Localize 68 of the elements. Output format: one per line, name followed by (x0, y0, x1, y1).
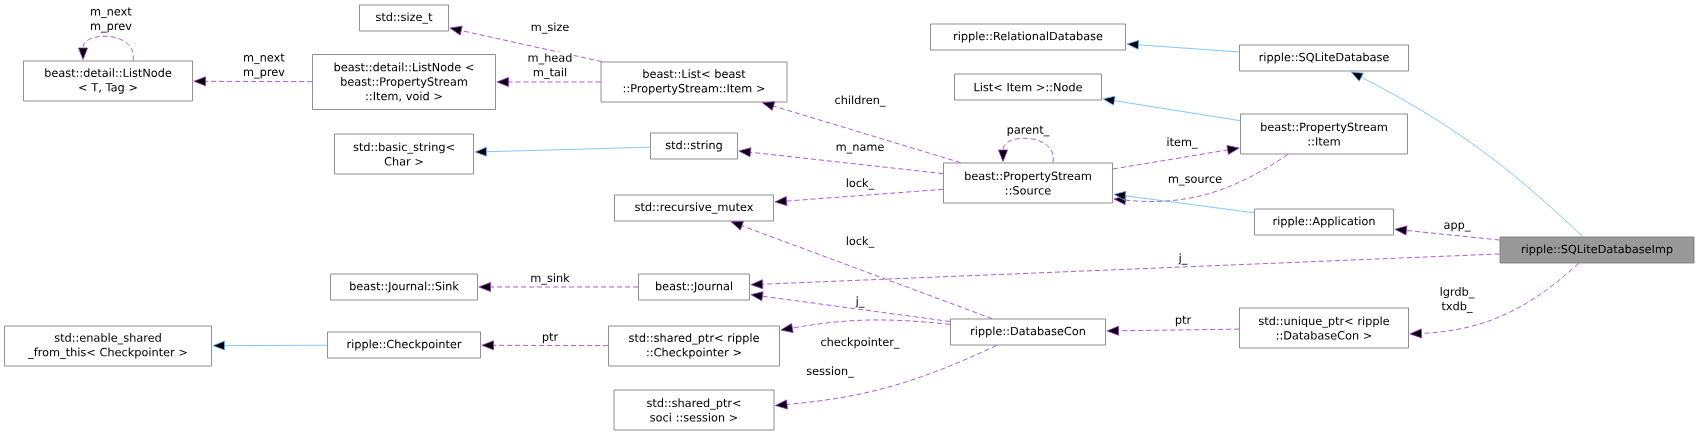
arrow (774, 188, 944, 206)
edge-label: item_ (1165, 136, 1199, 150)
edge-label: parent_ (1005, 124, 1051, 138)
arrow (1113, 154, 1289, 205)
arrow (730, 221, 993, 319)
edge-label: children_ (833, 94, 887, 108)
edge-label: lock_ (844, 177, 876, 191)
class-box: beast::detail::ListNode < beast::PropertyStream ::Item, void > (312, 54, 496, 110)
arrow (1102, 95, 1241, 122)
arrow (780, 319, 951, 333)
edge-label: j_ (854, 295, 866, 309)
edge-label: m_next m_prev (242, 52, 285, 80)
class-box: ripple::DatabaseCon (950, 318, 1106, 346)
class-box: std::recursive_mutex (614, 194, 774, 222)
arrow (750, 291, 951, 322)
arrow (478, 282, 639, 292)
class-box: beast::Journal (638, 273, 750, 301)
class-box: beast::List< beast ::PropertyStream::Item > (600, 61, 788, 103)
edge-label: checkpointer_ (819, 336, 901, 350)
arrow (212, 340, 328, 351)
arrow (1113, 190, 1255, 214)
edge-label: m_head m_tail (526, 52, 574, 80)
edge-label: app_ (1442, 221, 1472, 233)
arrow (193, 76, 313, 87)
class-box: beast::Journal::Sink (330, 273, 478, 301)
arrow (1409, 263, 1579, 339)
edge-label: m_source (1166, 175, 1224, 187)
edge-label: lgrdb_ txdb_ (1436, 286, 1478, 314)
arrow (750, 253, 1500, 290)
class-box: beast::PropertyStream ::Item (1240, 113, 1408, 155)
arrow (1106, 325, 1240, 336)
edge-label: ptr (1173, 314, 1193, 328)
class-box: ripple::Checkpointer (327, 331, 481, 359)
arrow (496, 77, 601, 87)
class-box: std::basic_string< Char > (334, 133, 474, 175)
edge-label: session_ (805, 365, 855, 379)
edge-label: ptr (540, 331, 560, 345)
edge-label: m_name (834, 143, 886, 155)
class-box: List< Item >::Node (954, 73, 1102, 101)
class-box: std::unique_ptr< ripple ::DatabaseCon > (1239, 307, 1409, 349)
class-box: std::size_t (359, 4, 449, 32)
arrow (1350, 71, 1584, 237)
arrow (1112, 145, 1240, 170)
class-box: ripple::Application (1254, 208, 1394, 236)
class-box: std::enable_shared _from_this< Checkpointer > (4, 325, 212, 367)
class-box: ripple::SQLiteDatabase (1239, 44, 1409, 72)
class-box: beast::PropertyStream ::Source (943, 162, 1113, 204)
arrow (775, 345, 998, 410)
arrow (1394, 225, 1500, 241)
arrow (1126, 39, 1240, 53)
arrow (481, 340, 609, 351)
class-box: std::string (650, 132, 738, 160)
class-box: beast::detail::ListNode < T, Tag > (23, 60, 193, 102)
arrow (474, 146, 651, 157)
class-box: std::shared_ptr< ripple ::Checkpointer > (608, 325, 780, 367)
class-box: ripple::SQLiteDatabaseImp (1499, 236, 1695, 264)
arrow (762, 101, 961, 163)
arrow (78, 35, 134, 61)
arrow (449, 25, 603, 62)
arrow (738, 147, 944, 174)
edge-label: m_size (529, 21, 571, 35)
edge-label: m_sink (529, 272, 571, 286)
class-box: ripple::RelationalDatabase (930, 23, 1126, 51)
edge-label: j_ (1177, 252, 1189, 266)
class-box: std::shared_ptr< soci ::session > (613, 389, 775, 431)
edge-label: m_next m_prev (89, 6, 132, 34)
arrow (998, 137, 1054, 163)
edge-label: lock_ (844, 235, 876, 249)
